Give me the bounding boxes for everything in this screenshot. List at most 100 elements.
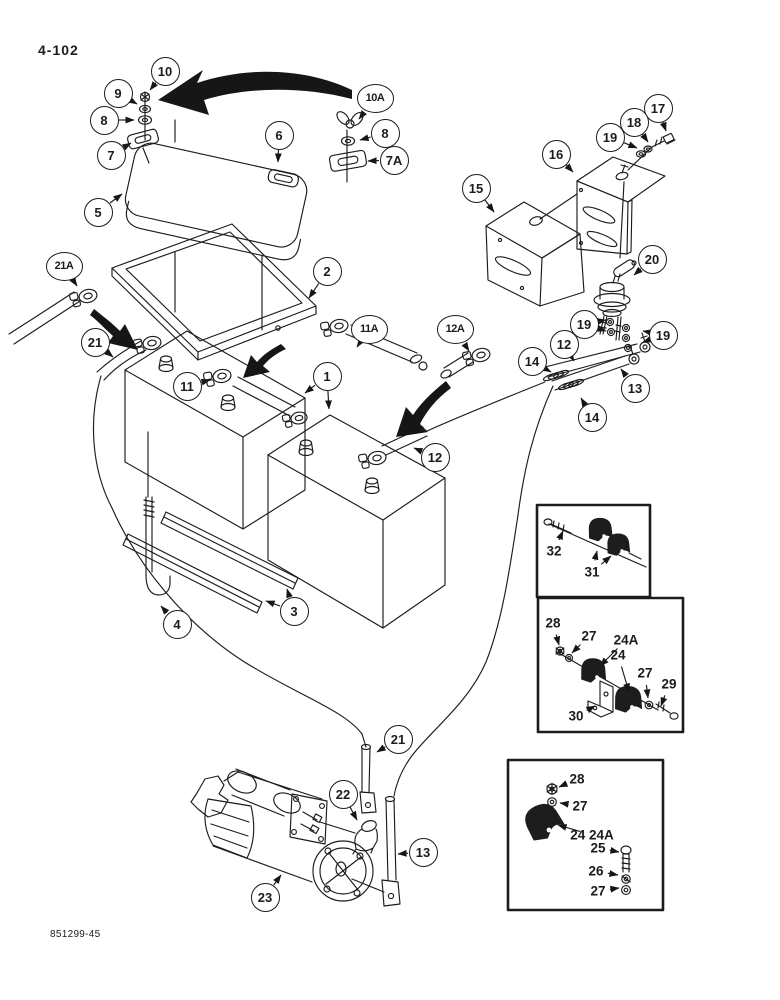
leader-line [599,648,618,667]
callout-9: 9 [103,78,133,108]
leader-line [661,695,668,707]
leader-line [559,800,570,808]
callout-8: 8 [89,105,119,135]
washer-8 [139,116,152,124]
cable-13-lower [382,797,400,907]
cover-hardware-right [329,109,367,182]
callout-1: 1 [312,361,342,391]
leader-line [265,601,280,608]
callout-11: 11 [172,371,202,401]
leader-line [413,448,424,455]
callout-14: 14 [517,346,547,376]
callout-10A: 10A [356,83,394,113]
callout-7A: 7A [379,145,409,175]
leader-line [397,849,408,857]
callout-18: 18 [619,107,649,137]
leader-line [564,163,573,173]
bolt-17 [663,133,674,143]
cable-21A [9,287,100,344]
arrow-middle [243,344,286,378]
washer-27 [566,655,573,662]
inset-label-31: 31 [584,564,600,580]
leader-line [659,121,666,132]
leader-line [624,141,638,148]
leader-line [485,200,494,213]
cable-13-upper [552,346,639,390]
battery-tray [112,224,316,360]
leader-line [121,143,132,151]
callout-23: 23 [250,882,280,912]
leader-line [350,807,357,821]
page-number: 4-102 [38,42,79,58]
mounting-bracket-16 [540,148,665,258]
leader-line [359,110,367,120]
leader-line [110,194,123,203]
callout-12: 12 [549,329,579,359]
clamp-12A [439,346,493,380]
leader-line [104,348,114,357]
callout-20: 20 [637,244,667,274]
inset-label-30: 30 [568,708,584,724]
cable-routes [93,376,553,796]
arrow-right [396,381,451,437]
leader-line [359,134,371,141]
battery-2 [268,415,445,628]
leader-line [325,391,332,410]
leader-line [200,378,211,386]
inset-label-26: 26 [588,863,604,879]
washer-19 [636,151,645,157]
cable-21-lower [360,745,376,814]
inset-label-28: 28 [569,771,585,787]
leader-line [642,329,653,337]
callout-19: 19 [569,309,599,339]
leader-line [557,824,580,832]
leader-line [273,874,281,885]
hold-plate-7A [329,150,367,172]
inset-label-28: 28 [545,615,561,631]
nut-28 [556,647,564,655]
leader-line [566,351,574,362]
leader-line [608,870,619,877]
cover-handle [267,169,299,188]
switch-stud-washers-19 [607,319,632,352]
leader-line [581,397,589,408]
leader-line [640,132,648,143]
leader-line [621,667,630,693]
leader-line [643,685,651,699]
leader-line [150,81,159,91]
direction-arrows [90,70,451,437]
leader-line [357,337,365,348]
leader-line [610,885,620,893]
inset-label-27: 27 [572,798,588,814]
leader-line [541,364,552,372]
leader-line [558,780,569,787]
hold-down-strips [123,512,298,613]
callout-16: 16 [541,139,571,169]
washer-9 [140,105,151,112]
inset-label-24-24A: 24 24A [570,827,614,843]
leader-line [161,605,170,615]
leader-line [585,706,596,714]
lock-washer-26 [622,875,630,883]
washer-27d [622,886,631,895]
callout-6: 6 [264,120,294,150]
mounting-bracket-15 [486,202,584,306]
callout-12A: 12A [436,314,474,344]
callout-7: 7 [96,140,126,170]
callout-19: 19 [595,122,625,152]
figure-ref-code: 851299-45 [50,929,101,940]
inset-label-27: 27 [590,883,606,899]
callout-4: 4 [162,609,192,639]
leader-line [69,276,77,287]
callout-13: 13 [408,837,438,867]
terminal-plate [290,794,327,844]
bolt-and-washers-17-18-19 [636,133,675,157]
cable-21-battery-end [97,334,163,380]
leader-line [596,318,607,325]
callout-10: 10 [150,56,180,86]
leader-line [127,96,138,104]
leader-line [461,341,469,352]
lock-washer-18 [644,146,652,152]
